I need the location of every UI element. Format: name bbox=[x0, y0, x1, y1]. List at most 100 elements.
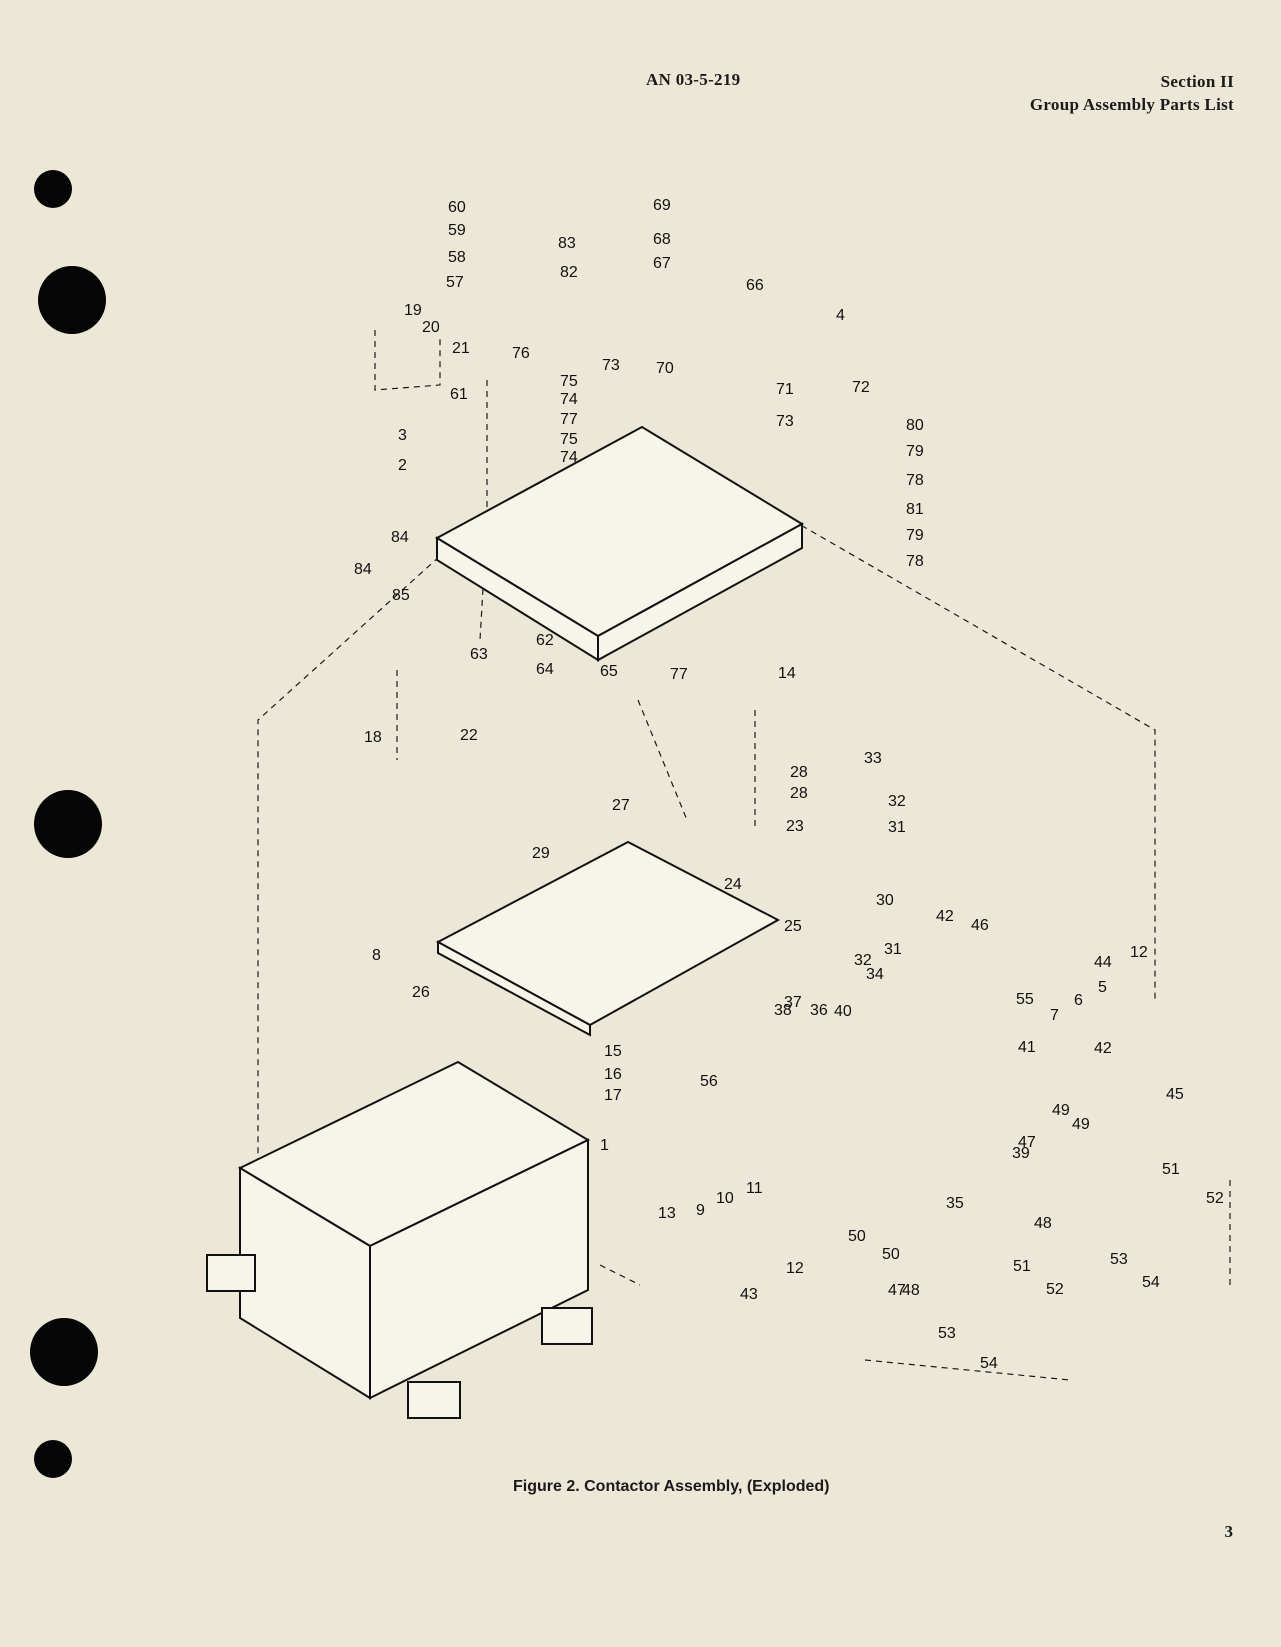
callout-label: 2 bbox=[398, 457, 407, 474]
callout-label: 59 bbox=[448, 222, 466, 239]
callout-label: 75 bbox=[560, 373, 578, 390]
callout-label: 51 bbox=[1013, 1258, 1031, 1275]
callout-labels: 1 2 3 4 5 6 7 8 9 10 11 12 12 13 14 15 1… bbox=[354, 197, 1224, 1372]
callout-label: 16 bbox=[604, 1066, 622, 1083]
callout-label: 71 bbox=[776, 381, 794, 398]
callout-label: 15 bbox=[604, 1043, 622, 1060]
callout-label: 49 bbox=[1072, 1116, 1090, 1133]
callout-label: 26 bbox=[412, 984, 430, 1001]
callout-label: 32 bbox=[888, 793, 906, 810]
callout-label: 17 bbox=[604, 1087, 622, 1104]
callout-label: 42 bbox=[936, 908, 954, 925]
section-heading: Section II Group Assembly Parts List bbox=[1030, 70, 1234, 116]
callout-label: 44 bbox=[1094, 954, 1112, 971]
callout-label: 27 bbox=[612, 797, 630, 814]
callout-label: 33 bbox=[864, 750, 882, 767]
callout-label: 51 bbox=[1162, 1161, 1180, 1178]
callout-label: 76 bbox=[512, 345, 530, 362]
callout-label: 54 bbox=[980, 1355, 998, 1372]
callout-label: 28 bbox=[790, 785, 808, 802]
callout-label: 35 bbox=[946, 1195, 964, 1212]
mounting-plate-drawing bbox=[435, 840, 781, 1037]
callout-label: 46 bbox=[971, 917, 989, 934]
callout-label: 81 bbox=[906, 501, 924, 518]
case-drawing bbox=[206, 1060, 593, 1419]
callout-label: 79 bbox=[906, 527, 924, 544]
callout-label: 43 bbox=[740, 1286, 758, 1303]
section-label: Section II bbox=[1160, 72, 1234, 91]
callout-label: 66 bbox=[746, 277, 764, 294]
callout-label: 56 bbox=[700, 1073, 718, 1090]
callout-label: 3 bbox=[398, 427, 407, 444]
callout-label: 37 bbox=[784, 994, 802, 1011]
callout-label: 63 bbox=[470, 646, 488, 663]
callout-label: 42 bbox=[1094, 1040, 1112, 1057]
callout-label: 69 bbox=[653, 197, 671, 214]
callout-label: 25 bbox=[784, 918, 802, 935]
callout-label: 72 bbox=[852, 379, 870, 396]
callout-label: 50 bbox=[848, 1228, 866, 1245]
callout-label: 31 bbox=[884, 941, 902, 958]
callout-label: 48 bbox=[902, 1282, 920, 1299]
callout-label: 83 bbox=[558, 235, 576, 252]
callout-label: 4 bbox=[836, 307, 845, 324]
document-number: AN 03-5-219 bbox=[646, 70, 741, 89]
callout-label: 6 bbox=[1074, 992, 1083, 1009]
callout-label: 77 bbox=[560, 411, 578, 428]
callout-label: 5 bbox=[1098, 979, 1107, 996]
callout-label: 60 bbox=[448, 199, 466, 216]
callout-label: 50 bbox=[882, 1246, 900, 1263]
callout-label: 39 bbox=[1012, 1145, 1030, 1162]
callout-label: 54 bbox=[1142, 1274, 1160, 1291]
section-title: Group Assembly Parts List bbox=[1029, 95, 1234, 114]
figure-caption: Figure 2. Contactor Assembly, (Exploded) bbox=[513, 1478, 830, 1495]
punch-hole bbox=[34, 790, 102, 858]
callout-label: 10 bbox=[716, 1190, 734, 1207]
callout-label: 32 bbox=[854, 952, 872, 969]
callout-label: 36 bbox=[810, 1002, 828, 1019]
callout-label: 70 bbox=[656, 360, 674, 377]
callout-label: 9 bbox=[696, 1202, 705, 1219]
callout-label: 49 bbox=[1052, 1102, 1070, 1119]
punch-hole bbox=[38, 266, 106, 334]
callout-label: 65 bbox=[600, 663, 618, 680]
callout-label: 22 bbox=[460, 727, 478, 744]
dashed-leader-lines bbox=[257, 330, 1231, 1381]
callout-label: 38 bbox=[774, 1002, 792, 1019]
callout-label: 1 bbox=[600, 1137, 609, 1154]
callout-label: 62 bbox=[536, 632, 554, 649]
callout-label: 84 bbox=[354, 561, 372, 578]
callout-label: 40 bbox=[834, 1003, 852, 1020]
callout-label: 8 bbox=[372, 947, 381, 964]
callout-label: 80 bbox=[906, 417, 924, 434]
callout-label: 48 bbox=[1034, 1215, 1052, 1232]
callout-label: 11 bbox=[746, 1180, 763, 1197]
callout-label: 19 bbox=[404, 302, 422, 319]
callout-label: 52 bbox=[1206, 1190, 1224, 1207]
callout-label: 74 bbox=[560, 449, 578, 466]
callout-label: 55 bbox=[1016, 991, 1034, 1008]
callout-label: 61 bbox=[450, 386, 468, 403]
punch-hole bbox=[34, 170, 72, 208]
callout-label: 78 bbox=[906, 553, 924, 570]
callout-label: 18 bbox=[364, 729, 382, 746]
callout-label: 7 bbox=[1050, 1007, 1059, 1024]
callout-label: 31 bbox=[888, 819, 906, 836]
callout-label: 75 bbox=[560, 431, 578, 448]
callout-label: 53 bbox=[1110, 1251, 1128, 1268]
base-plate-drawing bbox=[434, 425, 804, 662]
callout-label: 58 bbox=[448, 249, 466, 266]
callout-label: 74 bbox=[560, 391, 578, 408]
callout-label: 23 bbox=[786, 818, 804, 835]
callout-label: 68 bbox=[653, 231, 671, 248]
callout-label: 13 bbox=[658, 1205, 676, 1222]
callout-label: 64 bbox=[536, 661, 554, 678]
callout-label: 78 bbox=[906, 472, 924, 489]
callout-label: 29 bbox=[532, 845, 550, 862]
callout-label: 12 bbox=[786, 1260, 804, 1277]
callout-label: 84 bbox=[391, 529, 409, 546]
callout-label: 52 bbox=[1046, 1281, 1064, 1298]
callout-label: 47 bbox=[1018, 1134, 1036, 1151]
